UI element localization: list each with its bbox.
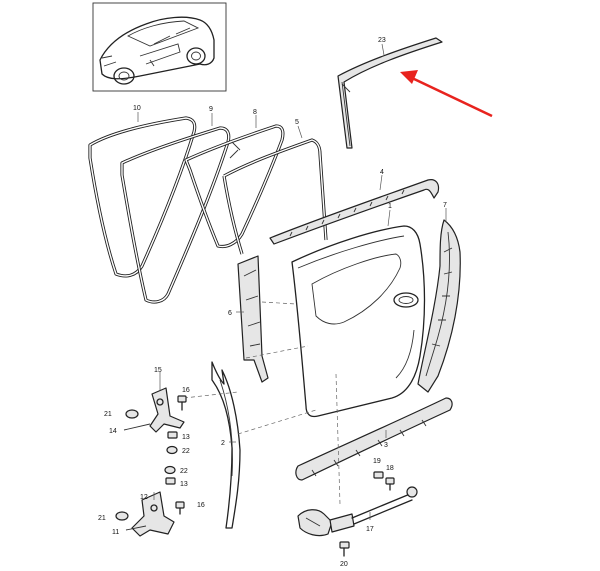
cap-21-lower <box>115 511 129 521</box>
callout-13: 13 <box>180 481 188 488</box>
callout-16: 16 <box>182 387 190 394</box>
callout-15: 15 <box>154 367 162 374</box>
part-8-window-channel <box>184 115 285 249</box>
bolt-16-lower <box>175 501 185 515</box>
callout-2: 2 <box>221 440 225 447</box>
bolt-20 <box>339 541 350 557</box>
part-5-glass-run-seal <box>222 125 328 255</box>
callout-22: 22 <box>182 448 190 455</box>
bolt-18 <box>385 477 395 491</box>
callout-19: 19 <box>373 458 381 465</box>
callout-1: 1 <box>388 203 392 210</box>
callout-20: 20 <box>340 561 348 568</box>
lower-hinge-assembly <box>125 491 175 537</box>
fastener-13-22-upper <box>166 431 178 455</box>
callout-14: 14 <box>109 428 117 435</box>
callout-13: 13 <box>182 434 190 441</box>
car-thumbnail <box>92 2 227 92</box>
callout-12: 12 <box>140 494 148 501</box>
callout-22: 22 <box>180 468 188 475</box>
highlight-arrow <box>400 70 493 118</box>
part-2-lower-seal <box>211 361 241 529</box>
callout-16: 16 <box>197 502 205 509</box>
callout-17: 17 <box>366 526 374 533</box>
part-6-guide-rail <box>236 255 269 383</box>
fastener-13-22-lower <box>164 465 176 485</box>
callout-21: 21 <box>98 515 106 522</box>
callout-4: 4 <box>380 169 384 176</box>
part-10-outer-seal <box>88 112 197 278</box>
cap-21-upper <box>125 409 139 419</box>
callout-18: 18 <box>386 465 394 472</box>
callout-10: 10 <box>133 105 141 112</box>
part-3-sill-molding <box>295 397 453 481</box>
part-23-window-frame-trim <box>337 37 443 149</box>
callout-21: 21 <box>104 411 112 418</box>
callout-7: 7 <box>443 202 447 209</box>
callout-5: 5 <box>295 119 299 126</box>
callout-3: 3 <box>384 442 388 449</box>
assembly-lines <box>183 301 341 505</box>
bolt-16-upper <box>177 395 187 411</box>
part-7-pillar-trim <box>417 208 461 393</box>
upper-hinge-assembly <box>123 372 185 433</box>
callout-23: 23 <box>378 37 386 44</box>
callout-11: 11 <box>112 529 119 536</box>
callout-9: 9 <box>209 106 213 113</box>
part-9-inner-seal <box>120 113 231 304</box>
callout-6: 6 <box>228 310 232 317</box>
part-4-belt-molding <box>269 174 440 245</box>
part-1-door-shell <box>291 209 426 418</box>
callout-labels: 23 10 9 8 5 4 1 7 6 15 16 21 14 13 22 2 … <box>98 37 447 568</box>
callout-8: 8 <box>253 109 257 116</box>
part-17-door-check <box>297 486 418 537</box>
nut-19 <box>373 471 384 479</box>
